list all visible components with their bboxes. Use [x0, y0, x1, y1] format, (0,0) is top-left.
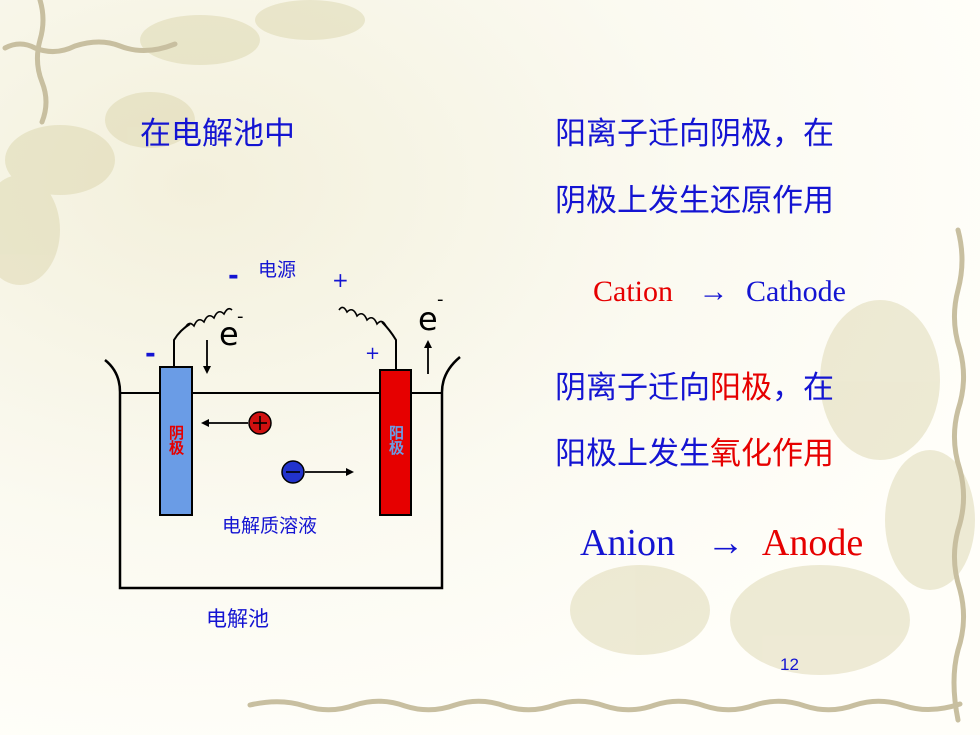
anion-line-2: 阳极上发生氧化作用 — [555, 428, 834, 473]
solution-label: 电解质溶液 — [222, 515, 317, 537]
slide-heading: 在电解池中 — [140, 116, 295, 152]
cell-label: 电解池 — [206, 607, 269, 631]
anode-electrode — [379, 369, 412, 516]
electron-left-sup: - — [237, 306, 244, 327]
electron-right: e — [418, 300, 438, 338]
anion-line-2-b: 氧化作用 — [710, 436, 834, 472]
cation-line-2: 阴极上发生还原作用 — [555, 183, 834, 219]
anode-pos-sign: + — [365, 343, 380, 364]
anode-word: Anode — [761, 522, 864, 564]
cation-line-1: 阳离子迁向阴极，在 — [555, 116, 834, 152]
cathode-neg-sign: - — [145, 339, 156, 369]
anion-line-1-a: 阴离子迁向 — [555, 370, 710, 406]
anion-anode-mnemonic: Anion → Anode — [580, 521, 863, 565]
wire-left — [173, 323, 191, 367]
cathode-electrode — [159, 366, 193, 516]
anode-label: 阳极 — [387, 425, 405, 456]
arrow-1: → — [698, 275, 729, 308]
cathode-word: Cathode — [746, 275, 846, 308]
anion-word: Anion — [580, 522, 675, 564]
wire-right — [381, 321, 397, 370]
cell-container — [104, 356, 461, 590]
power-source-label: 电源 — [258, 259, 296, 281]
page-number: 12 — [780, 655, 799, 674]
coil-right — [338, 306, 387, 327]
electrolysis-diagram: 阴极 阳极 - 电源 + - + e - e - 电解质溶液 — [104, 259, 461, 631]
electron-left: e — [219, 315, 239, 353]
electron-right-sup: - — [437, 289, 444, 310]
power-pos-sign: + — [332, 268, 349, 292]
anion-line-1-b: 阳极 — [710, 370, 772, 406]
power-neg-sign: - — [228, 261, 239, 291]
cation-cathode-mnemonic: Cation → Cathode — [593, 275, 846, 309]
cathode-label: 阴极 — [167, 425, 185, 456]
arrow-2: → — [706, 522, 745, 564]
anion-line-2-a: 阳极上发生 — [555, 436, 710, 472]
anion-line-1-c: ，在 — [772, 370, 834, 406]
cation-word: Cation — [593, 275, 673, 308]
coil-left — [184, 307, 233, 329]
anion-line-1: 阴离子迁向阳极，在 — [555, 362, 834, 407]
